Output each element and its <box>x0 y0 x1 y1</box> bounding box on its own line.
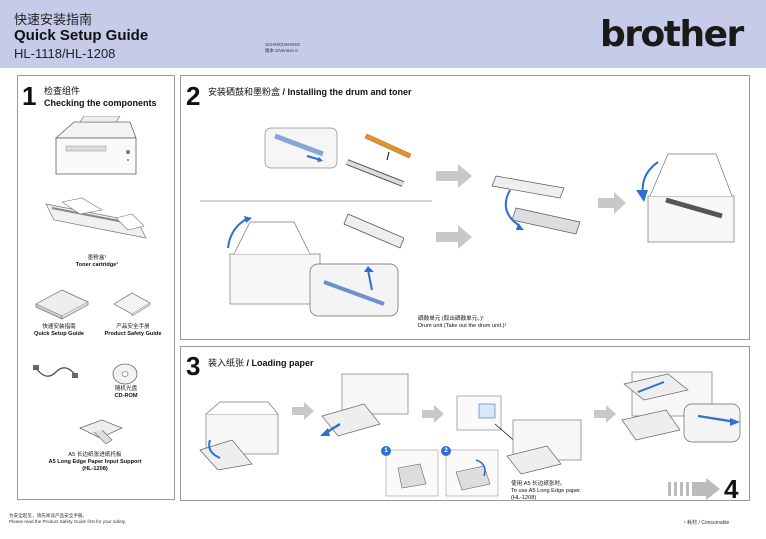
title-chinese: 快速安装指南 <box>14 12 93 27</box>
substep-1-badge: 1 <box>381 446 391 456</box>
adjust-guides-illustration <box>320 373 409 437</box>
substep-2-badge: 2 <box>441 446 451 456</box>
section-divider <box>200 200 432 202</box>
a5-paper-support-label: A5 长边纸张进纸托板 A5 Long Edge Paper Input Sup… <box>48 452 142 472</box>
quick-setup-guide-label: 快速安装指南 Quick Setup Guide <box>33 324 85 337</box>
assemble-drum-toner-illustration <box>491 175 581 235</box>
header-banner: 快速安装指南 Quick Setup Guide HL-1118/HL-1208… <box>0 0 766 68</box>
next-arrow-icon <box>436 225 472 249</box>
next-step-number: 4 <box>724 474 739 504</box>
next-arrow-icon <box>436 164 472 188</box>
next-arrow-icon <box>594 405 616 423</box>
next-arrow-icon <box>422 405 444 423</box>
product-safety-guide-illustration <box>113 292 151 317</box>
toner-cartridge-label: 墨粉盒¹ Toner cartridge¹ <box>75 255 119 268</box>
version-info: SCHN/CHN-ENG 版本 0/Version 0 <box>265 42 301 53</box>
printer-illustration <box>54 116 137 175</box>
pull-tray-illustration <box>199 401 279 470</box>
unpack-drum-illustration <box>264 127 412 187</box>
a5-paper-support-illustration <box>79 419 123 445</box>
footer-consumable-note: ¹ 耗材 / Consumable <box>684 520 730 526</box>
step2-number: 2 <box>186 81 201 111</box>
title-english: Quick Setup Guide <box>14 27 149 44</box>
step1-title: 检查组件 Checking the components <box>44 86 157 108</box>
a5-substep-illustrations <box>385 449 499 497</box>
model-number: HL-1118/HL-1208 <box>14 46 116 61</box>
toner-cartridge-illustration <box>45 197 147 239</box>
a5-note-label: 使用 A5 长边纸张时。 To use A5 Long Edge paper. … <box>511 481 582 501</box>
cd-rom-label: 随机光盘 CD-ROM <box>114 386 138 399</box>
power-cable-illustration <box>33 365 78 378</box>
next-arrow-icon <box>598 192 626 214</box>
step3-title: 装入纸张 / Loading paper <box>208 358 314 368</box>
brand-logo: brother <box>600 14 744 55</box>
insert-tray-illustration <box>621 371 741 443</box>
next-arrow-icon <box>292 402 314 420</box>
open-printer-illustration <box>227 213 404 317</box>
quick-setup-guide-illustration <box>35 289 89 320</box>
step2-title: 安装硒鼓和墨粉盒 / Installing the drum and toner <box>208 87 412 97</box>
step1-number: 1 <box>22 81 37 111</box>
footer-safety-note: 为安全起见，请先阅读产品安全手册。 Please read the Produc… <box>9 513 127 524</box>
cd-rom-icon <box>112 363 138 385</box>
insert-drum-illustration <box>636 153 735 243</box>
paper-level-illustration <box>456 395 582 475</box>
drum-unit-label: 硒鼓单元 (取出硒鼓单元。)¹ Drum unit (Take out the … <box>418 316 507 329</box>
step3-number: 3 <box>186 351 201 381</box>
next-step-arrow-icon <box>668 478 720 500</box>
product-safety-guide-label: 产品安全手册 Product Safety Guide <box>104 324 162 337</box>
